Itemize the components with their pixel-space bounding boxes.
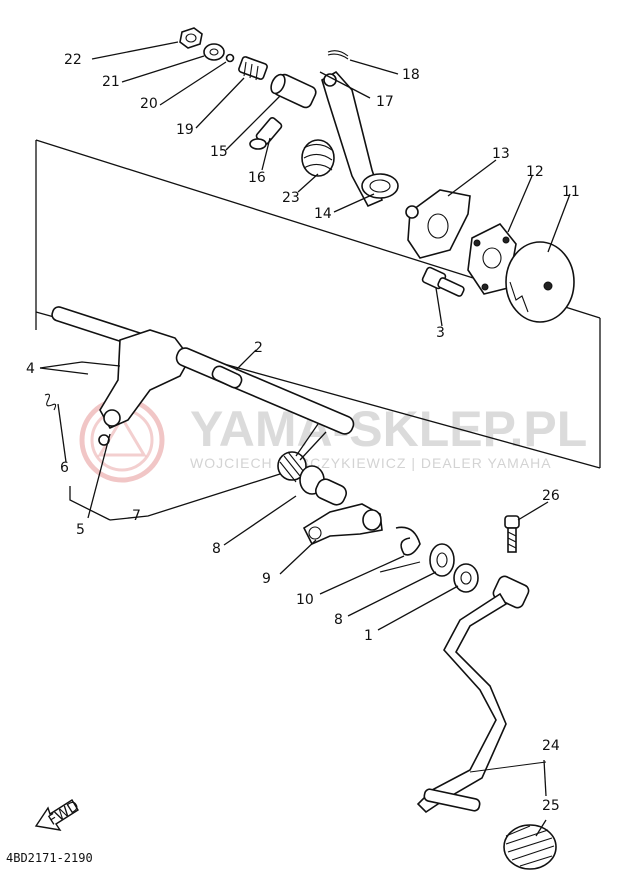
callout-17: 17 — [376, 94, 394, 110]
watermark-brand: YAMA-SKLEP.PL — [190, 401, 587, 457]
callout-19: 19 — [176, 122, 194, 138]
callout-18: 18 — [402, 67, 420, 83]
callout-5: 5 — [76, 522, 85, 538]
part-lever-9 — [302, 503, 383, 546]
watermark: YAMA-SKLEP.PL WOJCIECH SOBCZYKIEWICZ | D… — [79, 397, 587, 483]
callout-13: 13 — [492, 146, 510, 162]
part-clip-20 — [225, 53, 235, 63]
callout-26: 26 — [542, 488, 560, 504]
part-pin-2 — [211, 365, 243, 389]
callout-22: 22 — [64, 52, 82, 68]
callout-10: 10 — [296, 592, 314, 608]
part-pedal-rubber-25 — [503, 824, 557, 870]
callout-12: 12 — [526, 164, 544, 180]
part-collar-1 — [453, 563, 479, 593]
part-spring-23 — [301, 139, 335, 177]
part-spline-collar-7 — [277, 451, 347, 506]
part-shift-arm-14 — [321, 70, 399, 208]
catalog-code: 4BD2171-2190 — [6, 851, 93, 865]
callout-20: 20 — [140, 96, 158, 112]
callout-7: 7 — [132, 508, 141, 524]
callout-21: 21 — [102, 74, 120, 90]
part-nut-22 — [179, 27, 203, 49]
callout-15: 15 — [210, 144, 228, 160]
part-shift-pedal-24 — [416, 575, 547, 814]
callout-24: 24 — [542, 738, 560, 754]
part-pin-16 — [249, 116, 283, 150]
callout-9: 9 — [262, 571, 271, 587]
part-bolt-3 — [421, 266, 465, 297]
callout-labels: 22 21 20 19 18 17 15 16 23 14 13 12 11 3… — [26, 52, 580, 814]
callout-6: 6 — [60, 460, 69, 476]
callout-1: 1 — [364, 628, 373, 644]
callout-2: 2 — [254, 340, 263, 356]
callout-3: 3 — [436, 325, 445, 341]
part-segment-11 — [505, 241, 575, 323]
fwd-arrow-icon: FWD — [34, 798, 82, 831]
part-plate-13 — [405, 189, 471, 259]
callout-8-upper: 8 — [212, 541, 221, 557]
part-bolt-26 — [504, 515, 520, 553]
part-washer-8 — [429, 543, 455, 577]
part-joint-15 — [270, 73, 317, 109]
callout-25: 25 — [542, 798, 560, 814]
leader-lines — [39, 41, 571, 837]
part-washer-21 — [203, 43, 225, 61]
part-spring-10 — [379, 526, 421, 573]
callout-23: 23 — [282, 190, 300, 206]
callout-16: 16 — [248, 170, 266, 186]
callout-11: 11 — [562, 184, 580, 200]
fwd-label: FWD — [46, 798, 82, 829]
part-spring-6 — [44, 393, 57, 411]
part-bolt-19 — [238, 56, 268, 81]
part-cotter-pin-18 — [327, 50, 349, 60]
callout-4: 4 — [26, 361, 35, 377]
callout-14: 14 — [314, 206, 332, 222]
watermark-dealer: WOJCIECH SOBCZYKIEWICZ | DEALER YAMAHA — [190, 455, 552, 471]
callout-8-lower: 8 — [334, 612, 343, 628]
